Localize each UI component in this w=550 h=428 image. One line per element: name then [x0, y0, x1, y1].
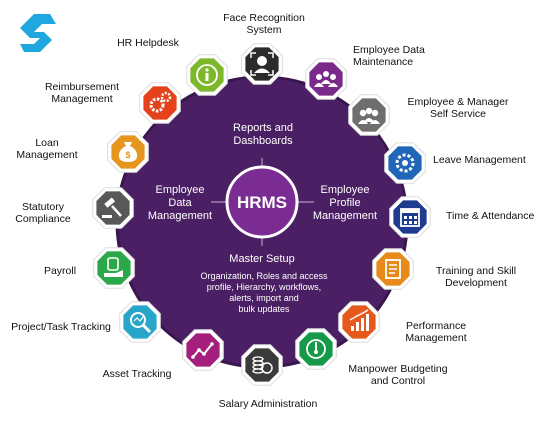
module-label-time-attendance: Time & Attendance: [446, 210, 535, 222]
module-badge-12: [92, 187, 134, 229]
module-label-loan: Loan Management: [16, 137, 78, 161]
module-label-payroll: Payroll: [43, 265, 77, 277]
module-label-face-recognition: Face Recognition System: [223, 12, 305, 36]
module-badge-3: [384, 142, 426, 184]
gauge-icon: [306, 339, 326, 359]
module-label-employee-data-maintenance: Employee Data Maintenance: [353, 44, 425, 68]
module-badge-10: [119, 301, 161, 343]
inner-master-setup-desc: Organization, Roles and access profile, …: [200, 271, 328, 314]
module-badge-0: [241, 43, 283, 85]
face-id-icon: [250, 52, 274, 76]
money-hand-icon: [104, 257, 123, 277]
people-group-icon: [314, 71, 338, 87]
magnifier-chart-icon: [130, 312, 152, 334]
inner-employee-data-label: Employee Data Management: [147, 184, 213, 222]
module-label-performance: Performance Management: [405, 320, 467, 344]
module-badge-15: [186, 54, 228, 96]
module-label-asset: Asset Tracking: [102, 368, 172, 380]
module-badge-13: $: [107, 131, 149, 173]
company-logo: [20, 14, 56, 52]
module-label-project: Project/Task Tracking: [11, 321, 111, 333]
module-badge-6: [338, 301, 380, 343]
document-icon: [385, 259, 401, 279]
module-badge-9: [182, 329, 224, 371]
module-label-training: Training and Skill Development: [435, 265, 517, 289]
module-badge-11: [93, 247, 135, 289]
gavel-icon: [102, 197, 122, 218]
info-icon: [196, 64, 218, 86]
module-label-hr-helpdesk: HR Helpdesk: [117, 37, 179, 49]
money-bag-icon: $: [118, 142, 138, 162]
module-label-leave: Leave Management: [433, 154, 526, 166]
users-icon: [358, 107, 380, 124]
inner-employee-profile-label: Employee Profile Management: [312, 184, 378, 222]
inner-reports-label: Reports and Dashboards: [233, 122, 293, 147]
module-badge-5: [372, 248, 414, 290]
gear-icon: [395, 153, 415, 173]
module-label-salary: Salary Administration: [218, 398, 318, 410]
module-badge-14: [139, 82, 181, 124]
module-label-reimbursement: Reimbursement Management: [44, 81, 120, 105]
inner-master-setup-label: Master Setup: [229, 253, 295, 265]
module-badge-1: [305, 58, 347, 100]
module-badge-8: [241, 344, 283, 386]
module-badge-4: [389, 196, 431, 238]
center-title: HRMS: [236, 193, 288, 212]
svg-text:$: $: [125, 150, 130, 160]
growth-chart-icon: [349, 309, 369, 331]
calendar-icon: [400, 208, 420, 227]
trend-line-icon: [191, 342, 214, 359]
module-badge-7: [295, 328, 337, 370]
gears-icon: [149, 91, 172, 113]
module-label-manpower: Manpower Budgeting and Control: [348, 363, 448, 387]
coins-icon: [252, 356, 273, 374]
module-label-statutory: Statutory Compliance: [15, 201, 71, 225]
center-circle: [225, 165, 299, 239]
module-badge-2: [348, 94, 390, 136]
module-label-self-service: Employee & Manager Self Service: [407, 96, 509, 120]
